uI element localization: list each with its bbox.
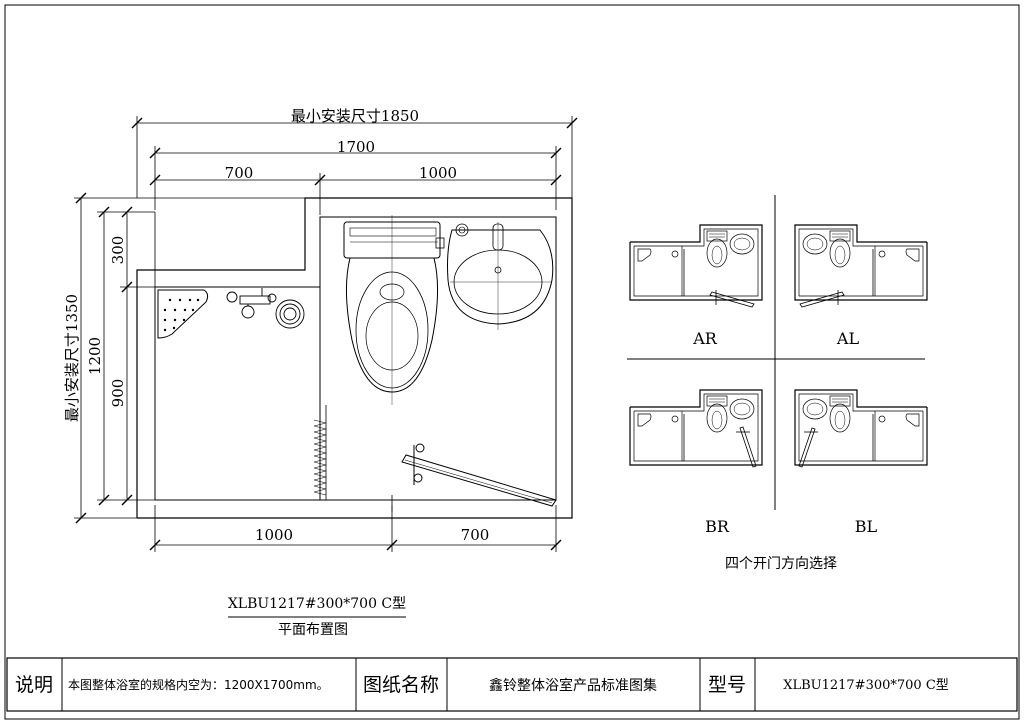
drawing-name: 鑫铃整体浴室产品标准图集 (489, 677, 657, 694)
option-br (629, 389, 763, 468)
dim-bottom-right: 700 (461, 526, 490, 544)
dim-lower-height: 900 (109, 379, 127, 408)
plan-label: 平面布置图 (278, 622, 348, 638)
dim-top-left: 700 (225, 164, 254, 182)
dim-upper-height: 300 (109, 236, 127, 265)
dim-bottom-left: 1000 (255, 526, 293, 544)
door-direction-options (627, 195, 928, 510)
options-caption: 四个开门方向选择 (725, 556, 837, 572)
option-label-ar: AR (692, 329, 718, 348)
dim-min-height: 最小安装尺寸1350 (63, 294, 81, 422)
title-block (6, 657, 1018, 712)
dim-total-height: 1200 (86, 337, 104, 375)
main-floor-plan (136, 197, 573, 519)
note-label: 说明 (15, 674, 53, 696)
model-label: 型号 (708, 674, 746, 696)
model-code-label: XLBU1217#300*700 C型 (228, 596, 406, 612)
dim-total-width: 1700 (337, 138, 375, 156)
dim-min-width: 最小安装尺寸1850 (291, 107, 419, 125)
dimension-lines (74, 116, 578, 552)
option-label-bl: BL (855, 517, 878, 536)
option-label-al: AL (836, 329, 860, 348)
option-label-br: BR (705, 517, 730, 536)
model-value: XLBU1217#300*700 C型 (783, 678, 949, 693)
dim-top-right: 1000 (419, 164, 457, 182)
sheet-border (4, 4, 1020, 720)
option-al (794, 224, 928, 308)
option-bl (794, 389, 928, 468)
note-text: 本图整体浴室的规格内空为：1200X1700mm。 (68, 677, 329, 692)
drawing-name-label: 图纸名称 (363, 674, 439, 696)
option-ar (629, 224, 763, 308)
